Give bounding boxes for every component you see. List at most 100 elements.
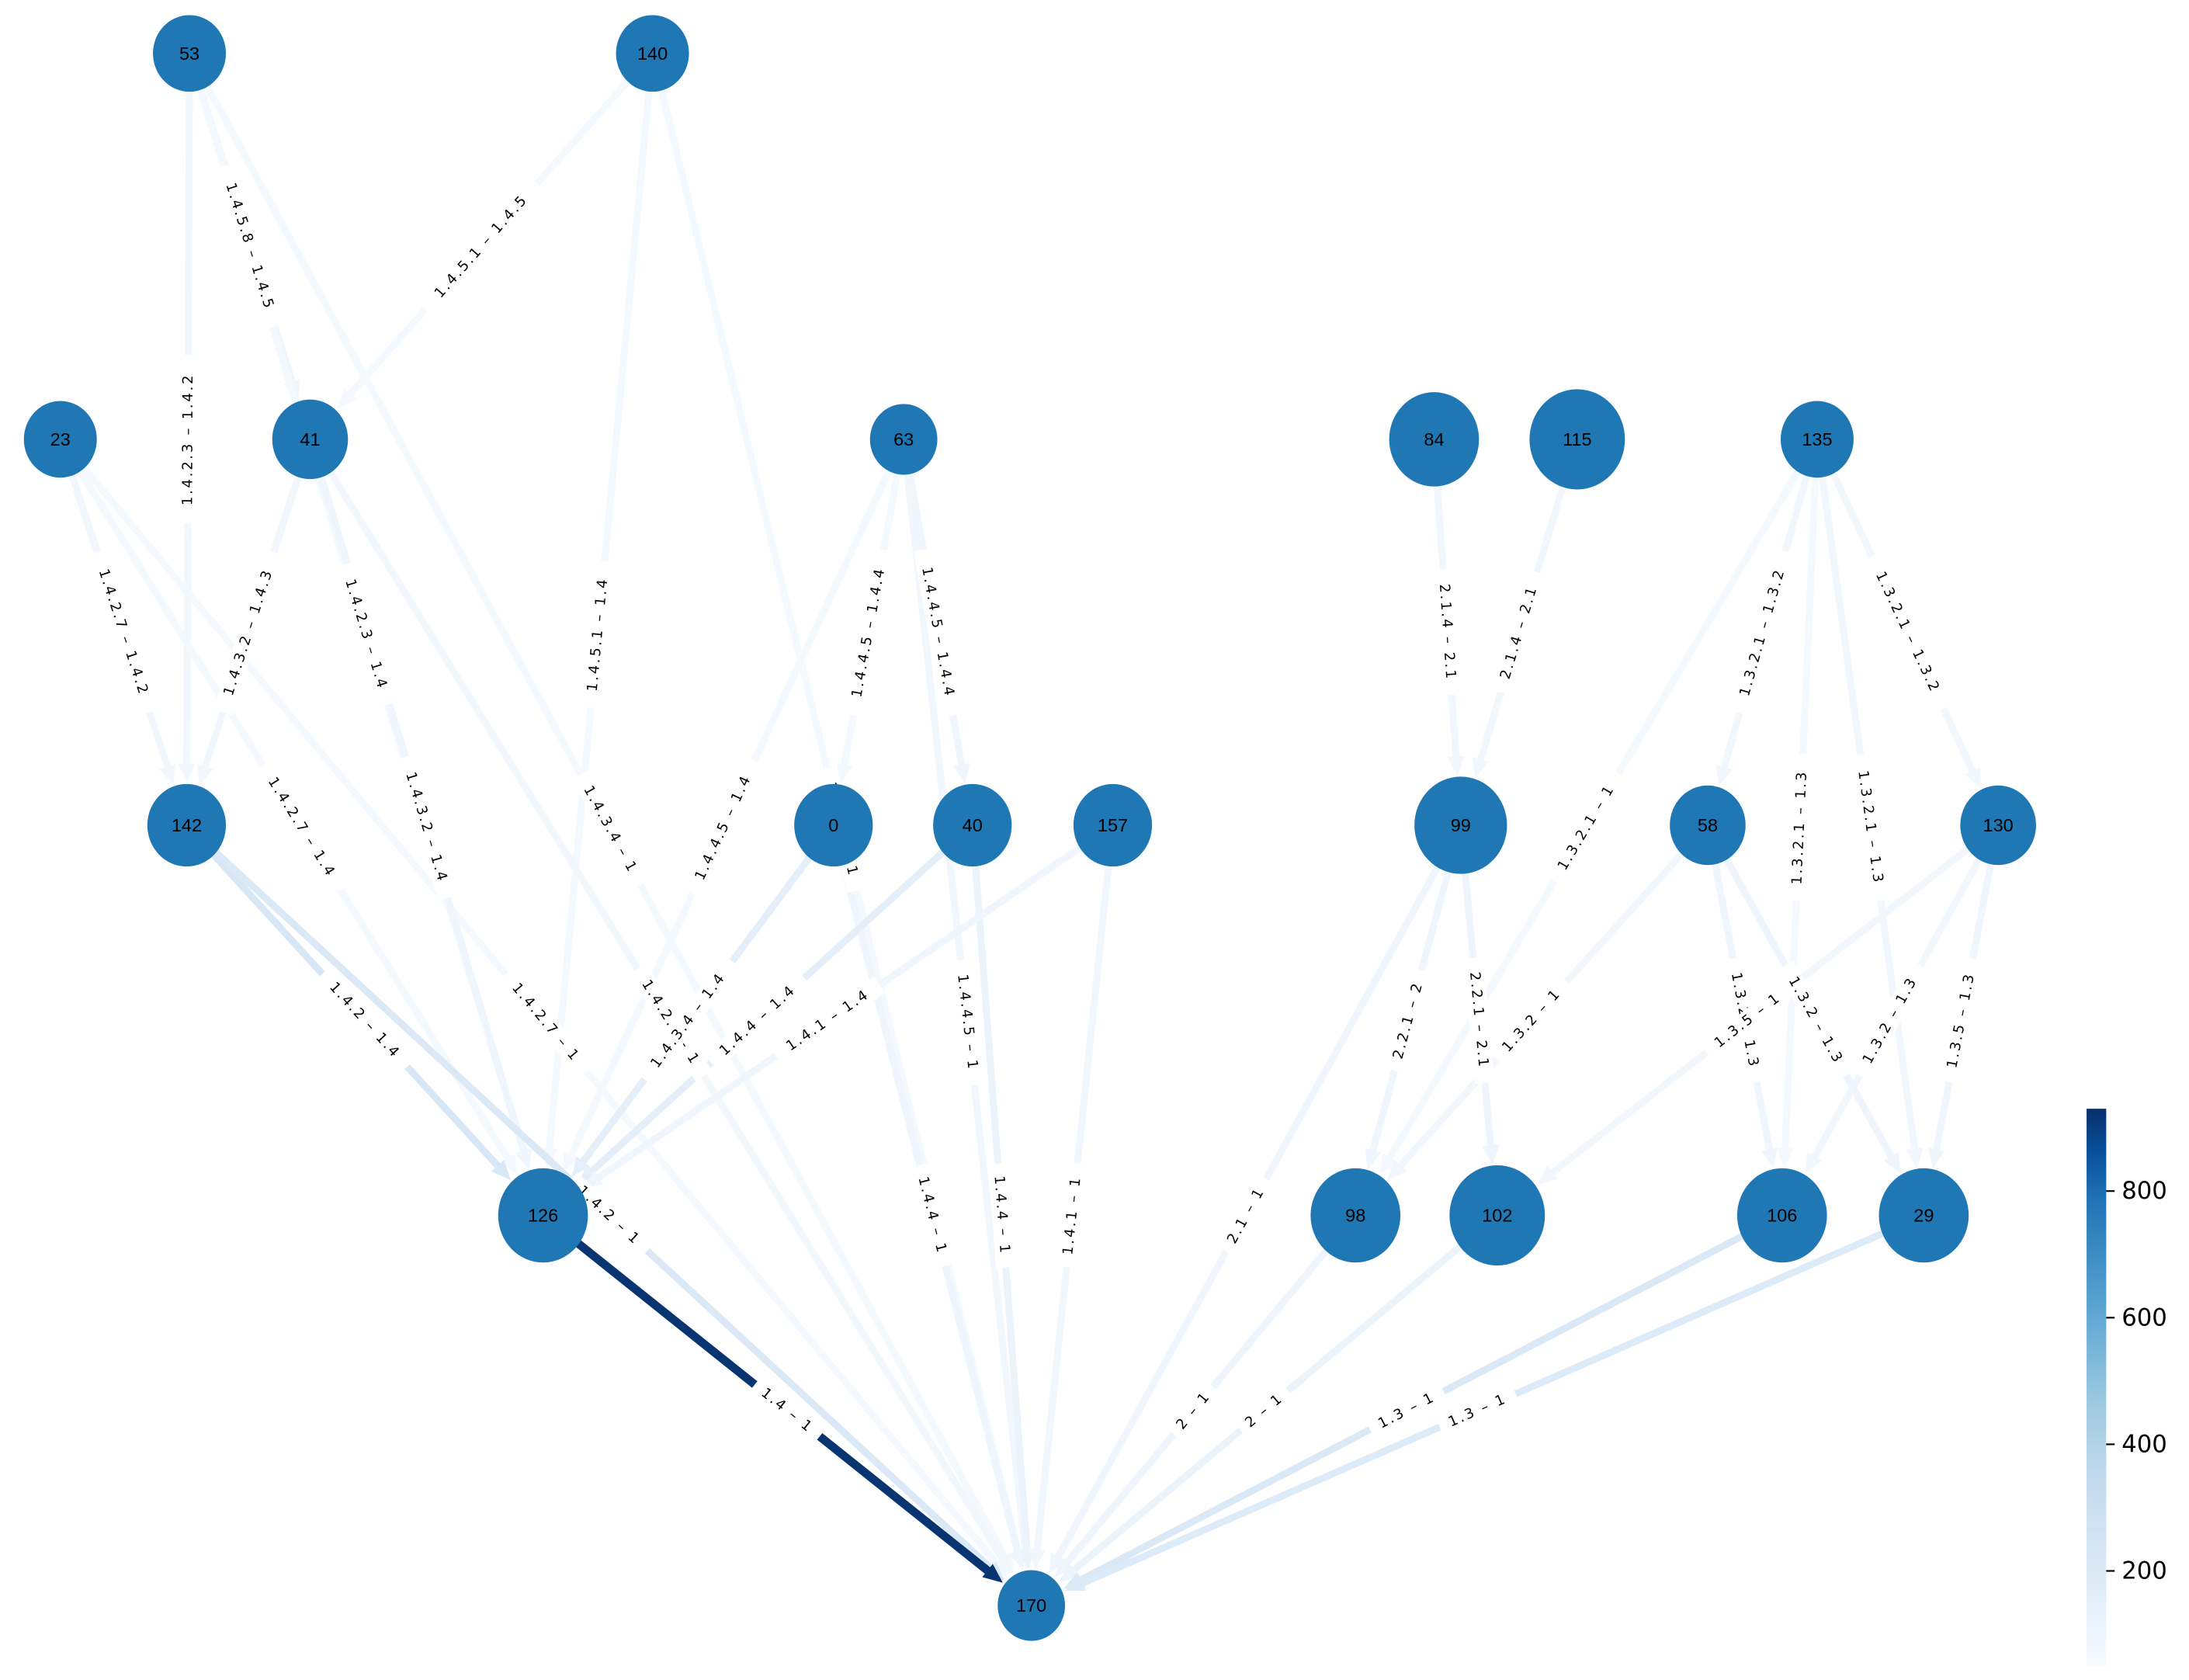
node-circle[interactable] [1960,785,2036,866]
arrowhead-icon [1537,1165,1558,1185]
node-circle[interactable] [23,401,97,478]
arrowhead-icon [1965,767,1981,789]
node-label: 63 [893,429,914,450]
edge-label-bg [1234,1383,1295,1439]
node-label: 140 [637,43,668,64]
node-circle[interactable] [498,1168,588,1263]
edge-label-bg [1939,956,1983,1085]
node-label: 99 [1451,815,1471,835]
edge-label: 1.4.4.5 – 1.4 [683,756,764,898]
node-102[interactable]: 102 [1449,1165,1545,1266]
edge-label: 1.4.3.4 – 1 [571,769,650,890]
edge-label-bg [215,163,285,330]
edge-label-bg [910,1162,956,1269]
node-label: 29 [1913,1206,1934,1226]
edge-label-text: 1.4.2.7 – 1.4.2 [95,567,152,697]
node-circle[interactable] [1310,1168,1401,1263]
arrowhead-icon [1029,1549,1046,1570]
node-circle[interactable] [1449,1165,1545,1266]
node-circle[interactable] [1529,389,1625,490]
node-label: 41 [300,429,320,450]
edge-label-bg [844,547,893,717]
edge-label-bg [571,769,650,890]
arrowhead-icon [1482,1144,1500,1165]
edge-label-bg [683,756,764,898]
node-circle[interactable] [869,404,938,475]
node-circle[interactable] [153,15,227,92]
edge-label: 1.4.4.5 – 1.4.4 [844,547,893,717]
node-126[interactable]: 126 [498,1168,588,1263]
edge-label-bg [1166,1380,1221,1441]
node-106[interactable]: 106 [1736,1168,1827,1263]
edge-label-bg [770,977,886,1064]
node-circle[interactable] [147,783,227,867]
edge-label-text: 1.4.2.7 – 1.4 [265,774,339,880]
node-circle[interactable] [1670,785,1746,866]
edge-label: 1.3.2.1 – 1 [1545,768,1627,887]
node-circle[interactable] [1414,776,1507,874]
node-84[interactable]: 84 [1389,392,1480,487]
node-circle[interactable] [997,1570,1066,1641]
node-label: 98 [1345,1206,1365,1226]
edge-label-bg [178,355,199,524]
node-label: 106 [1767,1206,1797,1226]
node-circle[interactable] [1780,401,1854,478]
node-circle[interactable] [794,783,873,867]
edge-label: 2.1.4 – 2.1 [1433,568,1462,696]
arrowhead-icon [197,763,213,786]
arrowhead-icon [159,764,175,786]
arrowhead-icon [1761,1147,1778,1169]
node-circle[interactable] [1879,1168,1969,1263]
arrowhead-icon [178,763,196,783]
node-29[interactable]: 29 [1879,1168,1969,1263]
node-label: 84 [1424,429,1444,450]
arrowhead-icon [1715,765,1733,786]
edge-label-text: 1.4.2.3 – 1.4 [342,577,390,691]
node-157[interactable]: 157 [1073,783,1153,867]
edge-label-text: 2.1.4 – 2.1 [1497,584,1541,682]
node-135[interactable]: 135 [1780,401,1854,478]
edge-label-bg [988,1162,1016,1269]
node-circle[interactable] [616,15,689,92]
node-142[interactable]: 142 [147,783,227,867]
node-140[interactable]: 140 [616,15,689,92]
node-label: 102 [1482,1206,1512,1226]
arrowhead-icon [337,388,357,409]
node-circle[interactable] [933,783,1012,867]
node-99[interactable]: 99 [1414,776,1507,874]
edge-label: 2 – 1 [1166,1380,1221,1441]
node-circle[interactable] [272,399,349,480]
edge-label-bg [1435,1384,1520,1436]
node-0[interactable]: 0 [794,783,873,867]
arrowhead-icon [1927,1147,1945,1169]
edge-label: 1.3.5 – 1.3 [1939,956,1983,1085]
arrowhead-icon [953,762,970,784]
node-98[interactable]: 98 [1310,1168,1401,1263]
node-53[interactable]: 53 [153,15,227,92]
edge-label-bg [564,1172,654,1258]
edge-label-bg [498,967,594,1078]
colorbar-tick-label: 600 [2121,1303,2167,1331]
arrowhead-icon [1379,1153,1397,1175]
node-63[interactable]: 63 [869,404,938,475]
edge-label-text: 1.4.4.5 – 1.4 [692,772,755,883]
edge-label: 2.1 – 1 [1217,1174,1275,1257]
node-23[interactable]: 23 [23,401,97,478]
node-170[interactable]: 170 [997,1570,1066,1641]
node-41[interactable]: 41 [272,399,349,480]
node-130[interactable]: 130 [1960,785,2036,866]
node-115[interactable]: 115 [1529,389,1625,490]
edge-label: 1.3.2 – 1 [1489,974,1574,1066]
edge-label: 1.4.4 – 1 [910,1162,956,1269]
node-40[interactable]: 40 [933,783,1012,867]
node-circle[interactable] [1389,392,1480,487]
node-label: 23 [50,429,71,450]
node-circle[interactable] [1736,1168,1827,1263]
node-circle[interactable] [1073,783,1153,867]
node-58[interactable]: 58 [1670,785,1746,866]
edge-label-bg [418,176,545,316]
arrowhead-icon [563,1151,579,1172]
node-label: 157 [1098,815,1128,835]
arrowhead-icon [1064,1575,1087,1591]
